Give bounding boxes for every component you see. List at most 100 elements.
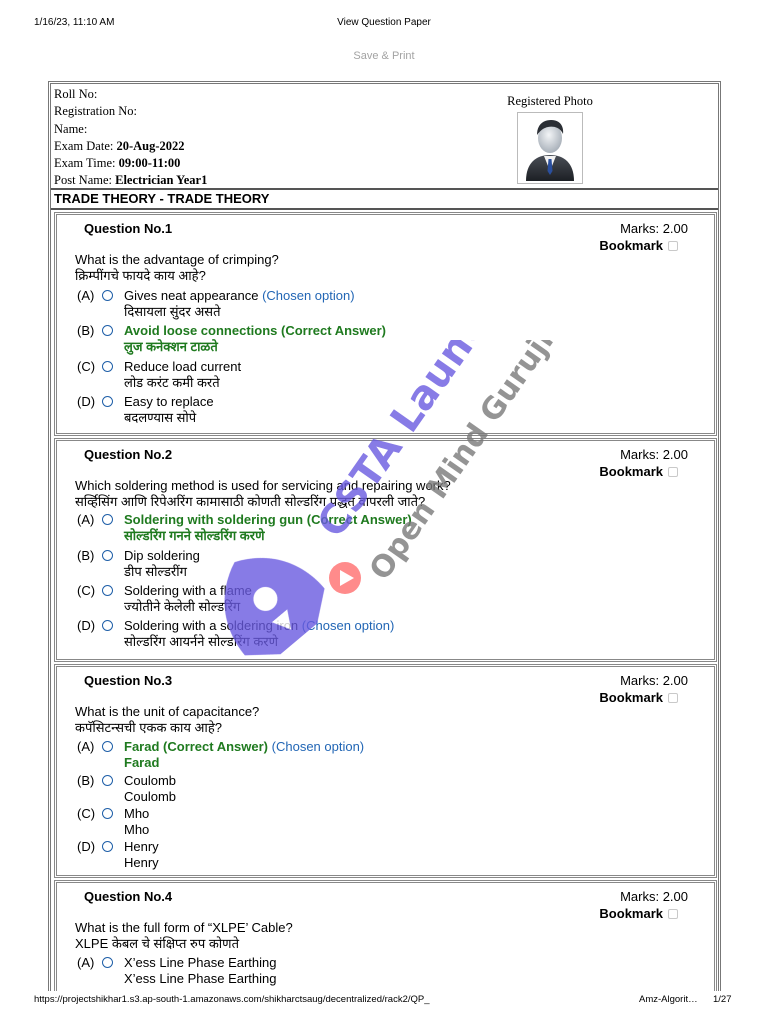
option-radio[interactable] [102, 396, 113, 407]
option-text: Soldering with a soldering iron (Chosen … [124, 618, 395, 649]
question-number: Question No.2 [84, 447, 173, 462]
question-text: What is the advantage of crimping? क्रिम… [75, 252, 279, 284]
question-text-en: Which soldering method is used for servi… [75, 478, 451, 493]
option-label: (A) [77, 739, 95, 754]
print-page-title: View Question Paper [337, 17, 431, 28]
option-radio[interactable] [102, 775, 113, 786]
option-label: (B) [77, 323, 95, 338]
option-text: Dip soldering डीप सोल्डरींग [124, 548, 200, 579]
candidate-info: Roll No: Registration No: Name: Exam Dat… [51, 84, 718, 190]
question-text-mr: क्रिम्पींगचे फायदे काय आहे? [75, 268, 206, 283]
option-label: (C) [77, 806, 96, 821]
question-text-mr: कपॅसिटन्सची एकक काय आहे? [75, 720, 222, 735]
option-label: (C) [77, 583, 96, 598]
print-url: https://projectshikhar1.s3.ap-south-1.am… [34, 994, 430, 1005]
option-text: Henry Henry [124, 839, 159, 870]
question-text-mr: सर्व्हिसिंग आणि रिपेअरिंग कामासाठी कोणती… [75, 494, 426, 509]
question-text: What is the unit of capacitance? कपॅसिटन… [75, 704, 259, 736]
question-text: What is the full form of “XLPE’ Cable? X… [75, 920, 293, 952]
option-label: (A) [77, 288, 95, 303]
question-marks: Marks: 2.00 [620, 889, 688, 904]
print-datetime: 1/16/23, 11:10 AM [34, 17, 115, 28]
option-radio[interactable] [102, 361, 113, 372]
registered-photo-label: Registered Photo [507, 94, 593, 108]
question-card: Question No.2 Marks: 2.00 Bookmark Which… [54, 438, 717, 662]
option-label: (A) [77, 955, 95, 970]
print-footer-right: Amz-Algorit… [639, 994, 698, 1005]
exam-date-row: Exam Date: 20-Aug-2022 [54, 138, 185, 153]
name-row: Name: [54, 121, 88, 136]
option-radio[interactable] [102, 808, 113, 819]
option-text: Mho Mho [124, 806, 150, 837]
option-text: Farad (Correct Answer) (Chosen option) F… [124, 739, 365, 770]
question-text-en: What is the unit of capacitance? [75, 704, 260, 719]
correct-answer-tag: (Correct Answer) [281, 323, 386, 338]
option-text: Coulomb Coulomb [124, 773, 177, 804]
option-label: (D) [77, 839, 96, 854]
bookmark-checkbox[interactable] [668, 692, 678, 703]
option-label: (D) [77, 618, 96, 633]
bookmark-toggle[interactable]: Bookmark [599, 464, 678, 479]
registration-row: Registration No: [54, 104, 137, 119]
chosen-option-tag: (Chosen option) [271, 739, 365, 754]
user-avatar-icon [526, 120, 574, 182]
photo-frame [517, 112, 583, 185]
question-paper: Roll No: Registration No: Name: Exam Dat… [48, 81, 721, 991]
post-name-value: Electrician Year1 [115, 173, 208, 188]
exam-time-row: Exam Time: 09:00-11:00 [54, 156, 181, 171]
option-radio[interactable] [102, 514, 113, 525]
exam-time-value: 09:00-11:00 [118, 156, 181, 171]
chosen-option-tag: (Chosen option) [301, 618, 395, 633]
bookmark-toggle[interactable]: Bookmark [599, 238, 678, 253]
option-label: (B) [77, 548, 95, 563]
question-card: Question No.4 Marks: 2.00 Bookmark What … [54, 880, 717, 991]
question-text-en: What is the full form of “XLPE’ Cable? [75, 920, 293, 935]
page-number: 1/27 [713, 994, 732, 1005]
question-number: Question No.1 [84, 221, 173, 236]
option-text: Reduce load current लोड करंट कमी करते [124, 359, 242, 390]
option-radio[interactable] [102, 325, 113, 336]
option-label: (C) [77, 359, 96, 374]
option-text: X’ess Line Phase Earthing X’ess Line Pha… [124, 955, 277, 986]
option-label: (D) [77, 394, 96, 409]
bookmark-toggle[interactable]: Bookmark [599, 906, 678, 921]
option-text: Soldering with soldering gun (Correct An… [124, 512, 412, 543]
registered-photo: Registered Photo [502, 93, 598, 185]
question-card: Question No.3 Marks: 2.00 Bookmark What … [54, 664, 717, 878]
post-name-row: Post Name: Electrician Year1 [54, 173, 208, 188]
bookmark-checkbox[interactable] [668, 240, 678, 251]
chosen-option-tag: (Chosen option) [262, 288, 355, 303]
question-card: Question No.1 Marks: 2.00 Bookmark What … [54, 212, 717, 436]
question-text-mr: XLPE केबल चे संक्षिप्त रुप कोणते [75, 936, 239, 951]
option-text: Soldering with a flame ज्योतीने केलेली स… [124, 583, 252, 614]
option-radio[interactable] [102, 620, 113, 631]
option-label: (A) [77, 512, 95, 527]
save-print-button[interactable]: Save & Print [353, 50, 415, 62]
option-radio[interactable] [102, 290, 113, 301]
bookmark-label: Bookmark [599, 238, 663, 253]
question-marks: Marks: 2.00 [620, 673, 688, 688]
bookmark-checkbox[interactable] [668, 908, 678, 919]
option-label: (B) [77, 773, 95, 788]
correct-answer-tag: (Correct Answer) [306, 512, 412, 527]
bookmark-label: Bookmark [599, 906, 663, 921]
question-text-en: What is the advantage of crimping? [75, 252, 279, 267]
option-text: Avoid loose connections (Correct Answer)… [124, 323, 386, 354]
print-header: 1/16/23, 11:10 AM View Question Paper [0, 17, 768, 31]
bookmark-label: Bookmark [599, 464, 663, 479]
correct-answer-tag: (Correct Answer) [163, 739, 269, 754]
question-text: Which soldering method is used for servi… [75, 478, 451, 510]
option-text: Gives neat appearance (Chosen option) दि… [124, 288, 355, 319]
option-radio[interactable] [102, 550, 113, 561]
option-radio[interactable] [102, 741, 113, 752]
question-number: Question No.3 [84, 673, 173, 688]
option-radio[interactable] [102, 957, 113, 968]
section-title: TRADE THEORY - TRADE THEORY [51, 190, 718, 210]
bookmark-toggle[interactable]: Bookmark [599, 690, 678, 705]
bookmark-label: Bookmark [599, 690, 663, 705]
option-radio[interactable] [102, 585, 113, 596]
question-number: Question No.4 [84, 889, 173, 904]
exam-date-value: 20-Aug-2022 [116, 138, 185, 153]
option-radio[interactable] [102, 841, 113, 852]
bookmark-checkbox[interactable] [668, 466, 678, 477]
